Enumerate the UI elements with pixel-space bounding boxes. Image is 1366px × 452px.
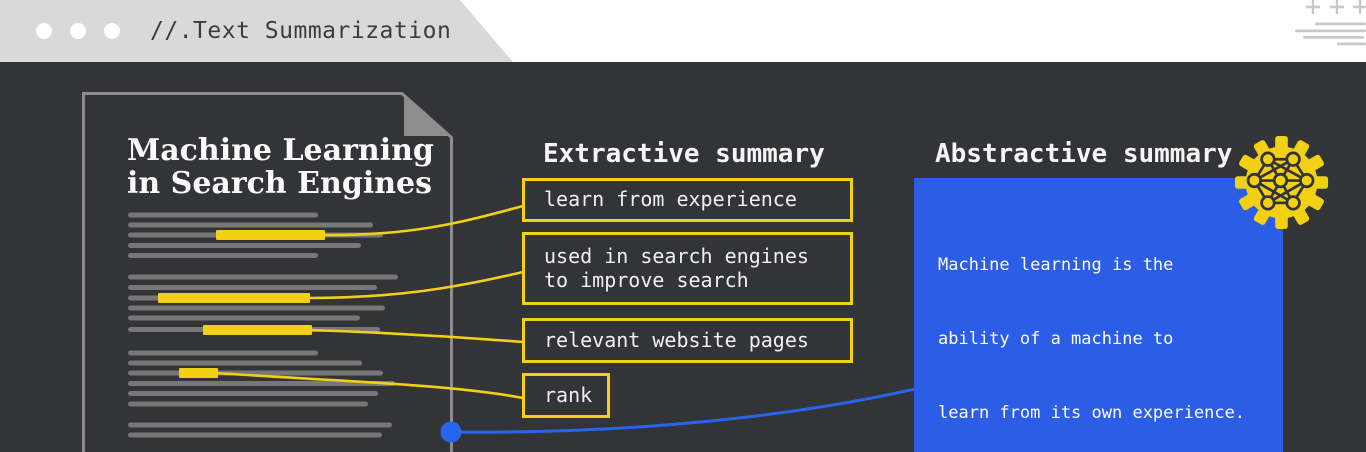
window-dot-icon <box>104 23 120 39</box>
window-dot-icon <box>36 23 52 39</box>
abstractive-heading: Abstractive summary <box>935 139 1233 169</box>
abstractive-line: ability of a machine to <box>938 328 1174 349</box>
abstractive-line: Machine learning is the <box>938 254 1174 275</box>
extractive-item-label: relevant website pages <box>544 327 809 352</box>
plus-marks-icon <box>1306 0 1366 14</box>
document-title: Machine Learning in Search Engines <box>127 133 434 201</box>
page-title: //.Text Summarization <box>150 18 452 44</box>
neural-network-gear-icon <box>1234 135 1329 230</box>
extractive-box-4: rank <box>522 373 610 418</box>
abstractive-line: learn from its own experience. <box>938 403 1246 423</box>
abstractive-summary-text: Machine learning is the ability of a mac… <box>938 203 1255 452</box>
extractive-item-label: used in search engines to improve search <box>544 244 809 292</box>
extractive-box-2: used in search engines to improve search <box>522 232 853 305</box>
extractive-item-label: rank <box>544 382 593 407</box>
corner-decoration <box>1295 0 1366 46</box>
window-dots-icon <box>36 0 120 62</box>
speed-lines-icon <box>1295 22 1366 46</box>
extractive-box-3: relevant website pages <box>522 318 853 363</box>
extractive-heading: Extractive summary <box>543 139 825 169</box>
abstractive-panel: Machine learning is the ability of a mac… <box>914 178 1283 452</box>
window-dot-icon <box>70 23 86 39</box>
network-nodes <box>1246 151 1315 211</box>
extractive-box-1: learn from experience <box>522 178 853 222</box>
top-bar: //.Text Summarization <box>0 0 513 62</box>
extractive-item-label: learn from experience <box>544 187 797 212</box>
